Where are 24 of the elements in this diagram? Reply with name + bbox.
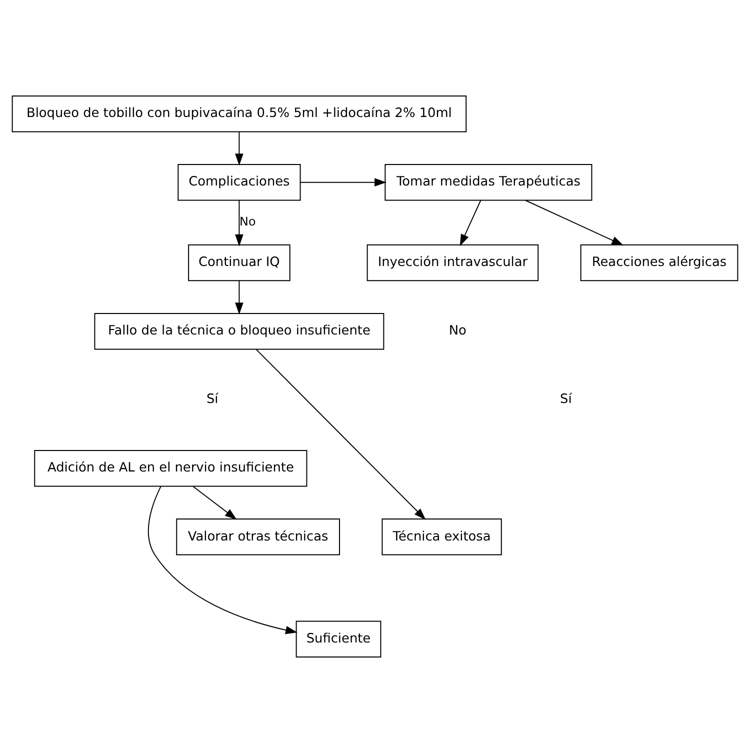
node-box: Suficiente	[296, 620, 382, 658]
arrow	[192, 486, 237, 520]
label: Sí	[560, 392, 572, 408]
node-box: Tomar medidas Terapéuticas	[384, 164, 592, 201]
arrow	[235, 131, 244, 166]
node-box: Reacciones alérgicas	[580, 244, 738, 282]
edge-label: No	[240, 214, 256, 229]
arrow	[256, 348, 426, 520]
node-box: Adición de AL en el nervio insuficiente	[34, 450, 308, 487]
node-box: Técnica exitosa	[382, 518, 502, 556]
node-box: Continuar IQ	[188, 244, 290, 282]
node-box: Inyección intravascular	[366, 244, 539, 282]
arrow	[148, 486, 298, 634]
arrow	[525, 200, 624, 246]
node-box: Complicaciones	[178, 164, 301, 201]
label: Sí	[206, 392, 218, 408]
node-box: Valorar otras técnicas	[176, 518, 340, 556]
arrow	[460, 200, 482, 246]
node-box: Bloqueo de tobillo con bupivacaína 0.5% 5ml +lidocaína 2% 10ml	[12, 95, 467, 132]
arrow	[235, 200, 244, 246]
label: No	[448, 324, 466, 339]
arrow	[235, 280, 244, 315]
arrow	[300, 178, 386, 187]
node-box: Fallo de la técnica o bloqueo insuficiente	[94, 312, 384, 350]
